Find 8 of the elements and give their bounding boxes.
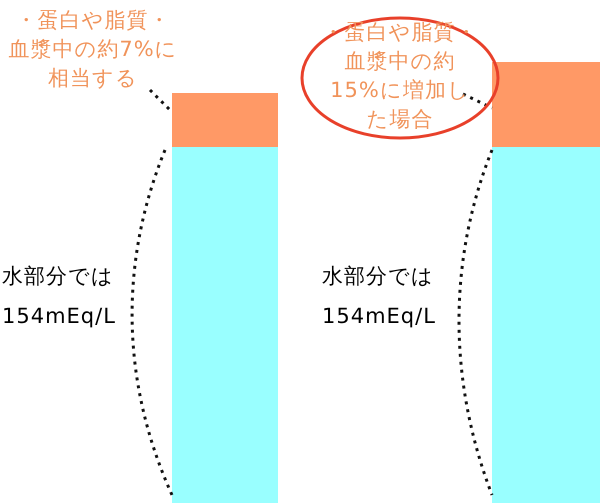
bar-segment <box>172 93 278 147</box>
callout-text: ・蛋白や脂質・血漿中の約7%に相当する <box>8 6 178 124</box>
bar-segment <box>172 147 278 503</box>
bar-segment <box>492 147 600 503</box>
value-label: 水部分では154mEq/L <box>322 263 437 330</box>
circled-callout <box>300 16 500 140</box>
value-label: 水部分では154mEq/L <box>2 263 117 330</box>
bar-segment <box>492 62 600 147</box>
